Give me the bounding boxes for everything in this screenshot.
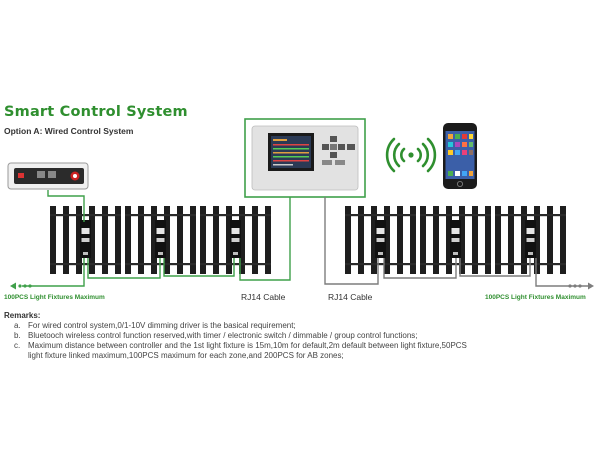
remark-key: a.: [14, 321, 21, 330]
remarks-title: Remarks:: [4, 311, 41, 320]
controller-panel-icon: [244, 118, 366, 198]
gray-continuation-dots: [568, 282, 594, 290]
adapter-box-icon: [7, 162, 89, 190]
green-cable-left: [22, 190, 291, 287]
remark-c: c. Maximum distance between controller an…: [14, 341, 589, 351]
cable-label-right: RJ14 Cable: [328, 292, 373, 302]
light-fixture-3: [200, 206, 271, 274]
remark-c-cont: light fixture linked maximum,100PCS maxi…: [14, 351, 589, 361]
page-title: Smart Control System: [4, 104, 188, 120]
max-fixtures-right: 100PCS Light Fixtures Maximum: [485, 294, 586, 301]
max-fixtures-left: 100PCS Light Fixtures Maximum: [4, 294, 105, 301]
gray-cable-right: [324, 197, 588, 287]
green-continuation-dots: [10, 282, 32, 290]
remark-key: b.: [14, 331, 21, 340]
wireless-signal-icon: [385, 137, 437, 173]
remark-text: For wired control system,0/1-10V dimming…: [28, 321, 296, 330]
remark-text: Bluetooch wireless control function rese…: [28, 331, 418, 340]
smartphone-icon: [443, 123, 477, 189]
page-subtitle: Option A: Wired Control System: [4, 126, 134, 136]
remark-a: a. For wired control system,0/1-10V dimmi…: [14, 321, 589, 331]
light-fixture-1: [50, 206, 121, 274]
cable-label-left: RJ14 Cable: [241, 292, 286, 302]
remark-text: light fixture linked maximum,100PCS maxi…: [28, 351, 344, 360]
remark-b: b. Bluetooch wireless control function re…: [14, 331, 589, 341]
remark-key: c.: [14, 341, 21, 350]
remark-text: Maximum distance between controller and …: [28, 341, 467, 350]
light-fixture-4: [345, 206, 416, 274]
